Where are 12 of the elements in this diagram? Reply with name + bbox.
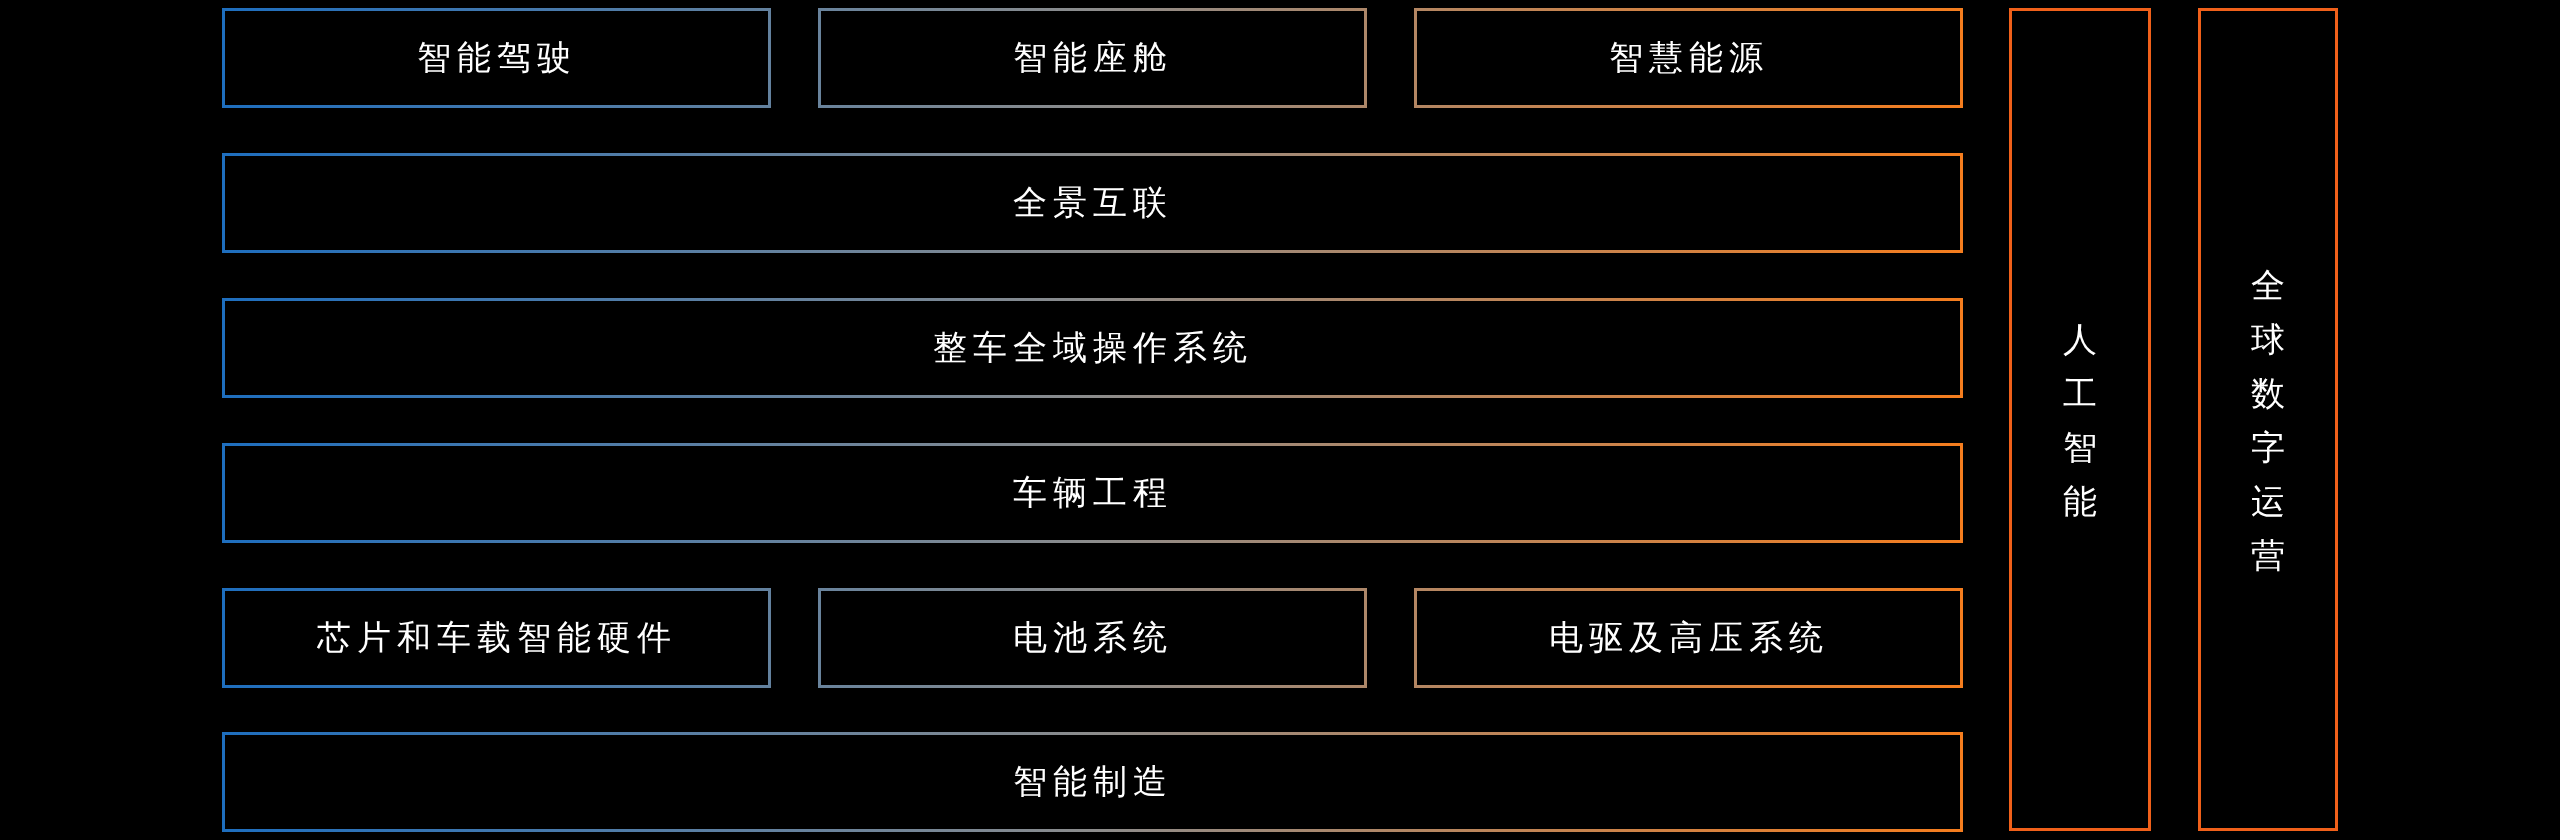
layer-box: 智慧能源 <box>1414 8 1963 108</box>
layer-box: 智能驾驶 <box>222 8 771 108</box>
vertical-layer-box: 全球数字运营 <box>2198 8 2338 831</box>
layer-box: 电池系统 <box>818 588 1367 688</box>
layer-box: 智能制造 <box>222 732 1963 832</box>
layer-box: 芯片和车载智能硬件 <box>222 588 771 688</box>
layer-box: 智能座舱 <box>818 8 1367 108</box>
layer-box: 整车全域操作系统 <box>222 298 1963 398</box>
layer-box: 全景互联 <box>222 153 1963 253</box>
layer-box: 车辆工程 <box>222 443 1963 543</box>
vertical-layer-box: 人工智能 <box>2009 8 2151 831</box>
layer-box: 电驱及高压系统 <box>1414 588 1963 688</box>
